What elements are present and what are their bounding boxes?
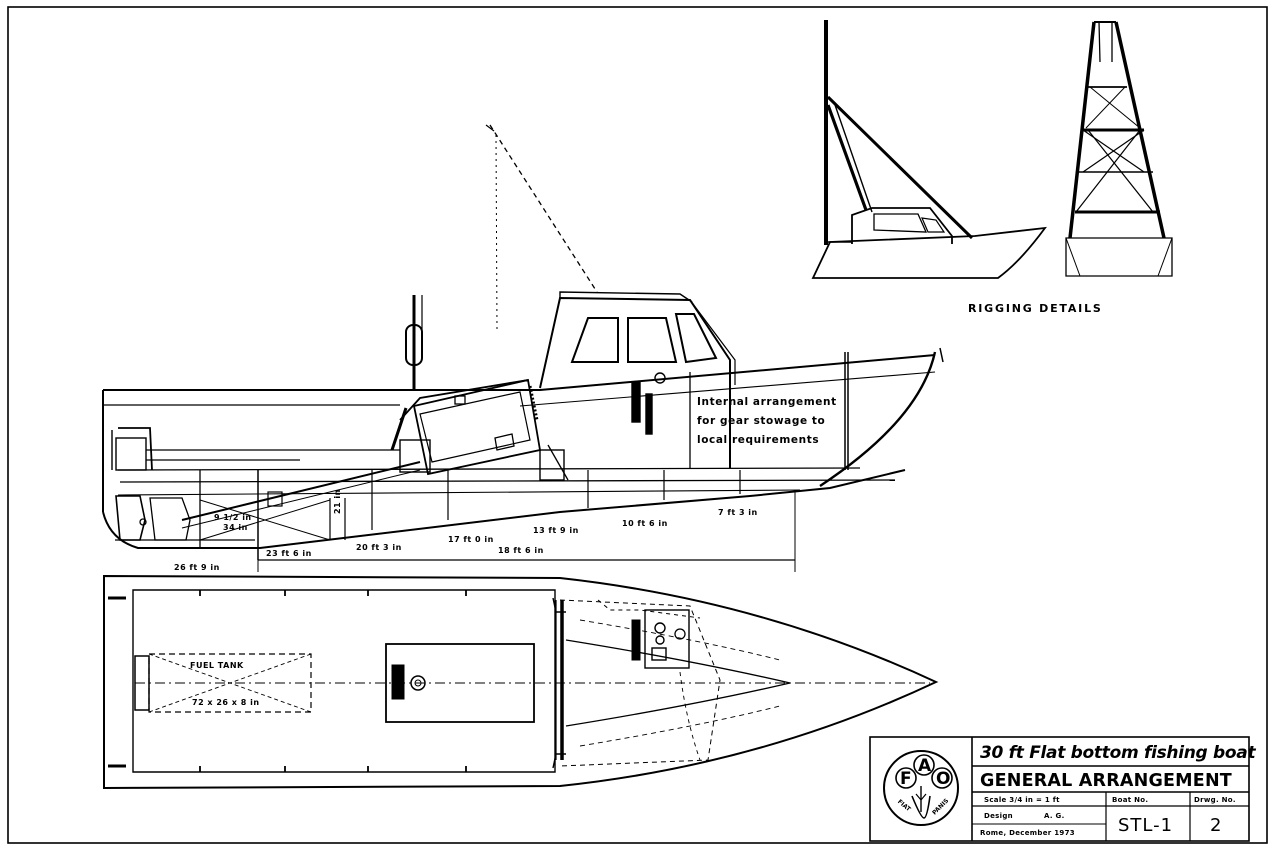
profile-note-line-2: for gear stowage to	[697, 415, 825, 427]
drawing-number: 2	[1210, 815, 1222, 836]
logo-letter-o: O	[936, 769, 950, 789]
dim-7ft-3in: 7 ft 3 in	[718, 508, 758, 517]
logo-letter-f: F	[900, 769, 912, 789]
rigging-front-view	[1065, 21, 1173, 277]
dim-9-1-2in: 9 1/2 in	[214, 513, 252, 522]
drawing-title: 30 ft Flat bottom fishing boat	[980, 743, 1256, 763]
fuel-tank-size: 72 x 26 x 8 in	[192, 698, 260, 707]
title-block	[869, 736, 1250, 842]
dim-34in: 34 in	[223, 523, 248, 532]
dim-20ft-3in: 20 ft 3 in	[356, 543, 402, 552]
drwg-no-header: Drwg. No.	[1194, 796, 1236, 804]
drawing-subtitle: GENERAL ARRANGEMENT	[980, 771, 1232, 791]
place-date: Rome, December 1973	[980, 829, 1075, 837]
plan-view	[103, 574, 939, 790]
rigging-caption: RIGGING DETAILS	[968, 302, 1103, 315]
boat-no-header: Boat No.	[1112, 796, 1148, 804]
dim-18ft-6in: 18 ft 6 in	[498, 546, 544, 555]
design-value: A. G.	[1044, 812, 1065, 820]
profile-view	[102, 124, 944, 572]
sheet-border	[7, 6, 1268, 844]
logo-letter-a: A	[918, 756, 932, 776]
dim-26ft-9in: 26 ft 9 in	[174, 563, 220, 572]
dim-17ft-0in: 17 ft 0 in	[448, 535, 494, 544]
scale-label: Scale 3/4 in = 1 ft	[984, 796, 1060, 804]
logo-motto-left: FIAT	[896, 798, 912, 813]
profile-note-line-3: local requirements	[697, 434, 819, 446]
fuel-tank-label: FUEL TANK	[190, 661, 244, 670]
fao-logo	[883, 750, 959, 826]
dim-23ft-6in: 23 ft 6 in	[266, 549, 312, 558]
boat-number: STL-1	[1118, 815, 1173, 836]
dim-10ft-6in: 10 ft 6 in	[622, 519, 668, 528]
dim-13ft-9in: 13 ft 9 in	[533, 526, 579, 535]
design-label: Design	[984, 812, 1013, 820]
profile-note-line-1: Internal arrangement	[697, 396, 837, 408]
dim-21in: 21 in	[333, 489, 342, 514]
rigging-side-view	[811, 20, 1047, 279]
